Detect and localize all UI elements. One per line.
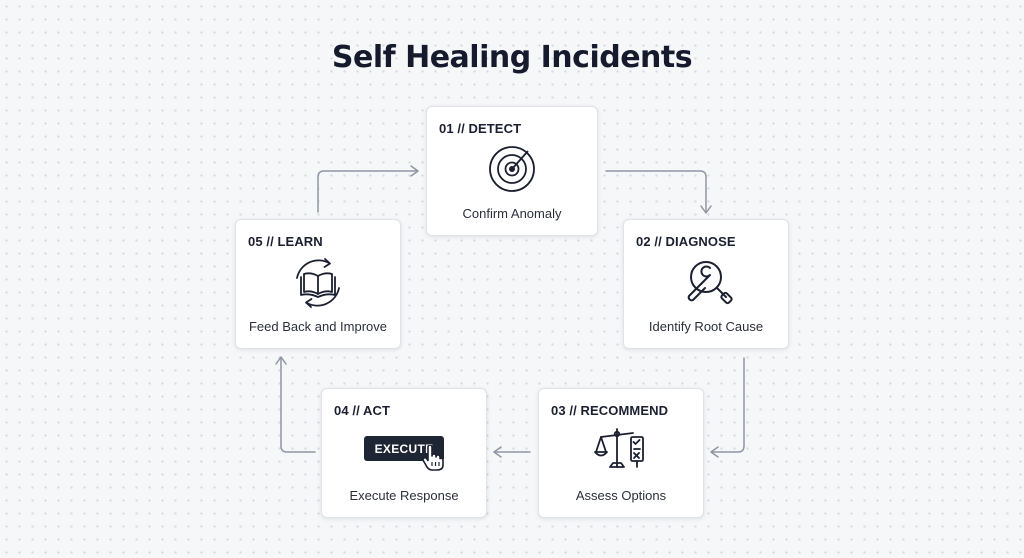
- arrowhead-detect-to-diagnose: [700, 205, 712, 214]
- step-label: 02 // DIAGNOSE: [636, 234, 736, 249]
- book-cycle-icon: [296, 258, 340, 308]
- step-card-act: 04 // ACT EXECUTE Execute Response: [321, 388, 487, 518]
- connector-learn-to-detect: [317, 170, 418, 213]
- scale-checklist-icon: [594, 428, 644, 468]
- connector-act-to-learn: [280, 357, 316, 453]
- step-description: Assess Options: [575, 488, 667, 503]
- step-description: Execute Response: [349, 488, 459, 503]
- step-label: 04 // ACT: [334, 403, 391, 418]
- connector-diagnose-to-recommend: [711, 357, 745, 453]
- step-label: 01 // DETECT: [439, 121, 522, 136]
- step-description: Confirm Anomaly: [462, 206, 562, 221]
- step-card-detect: 01 // DETECT Confirm Anomaly: [426, 106, 598, 236]
- step-description: Identify Root Cause: [648, 319, 764, 334]
- step-card-learn: 05 // LEARN Feed Back and Improve: [235, 219, 401, 349]
- step-card-diagnose: 02 // DIAGNOSE Identify Root Cause: [623, 219, 789, 349]
- arrowhead-recommend-to-act: [493, 446, 502, 458]
- page-title: Self Healing Incidents: [331, 40, 693, 75]
- wrench-magnifier-icon: [687, 261, 733, 305]
- execute-button[interactable]: EXECUTE: [364, 436, 444, 461]
- radar-icon: [489, 146, 535, 192]
- step-description: Feed Back and Improve: [248, 319, 388, 334]
- arrowhead-diagnose-to-recommend: [710, 446, 719, 458]
- connector-detect-to-diagnose: [605, 170, 707, 213]
- arrowhead-act-to-learn: [275, 356, 287, 365]
- step-label: 05 // LEARN: [248, 234, 323, 249]
- step-label: 03 // RECOMMEND: [551, 403, 669, 418]
- cursor-hand-icon: [422, 445, 444, 471]
- step-card-recommend: 03 // RECOMMEND Assess Options: [538, 388, 704, 518]
- arrowhead-learn-to-detect: [410, 165, 419, 177]
